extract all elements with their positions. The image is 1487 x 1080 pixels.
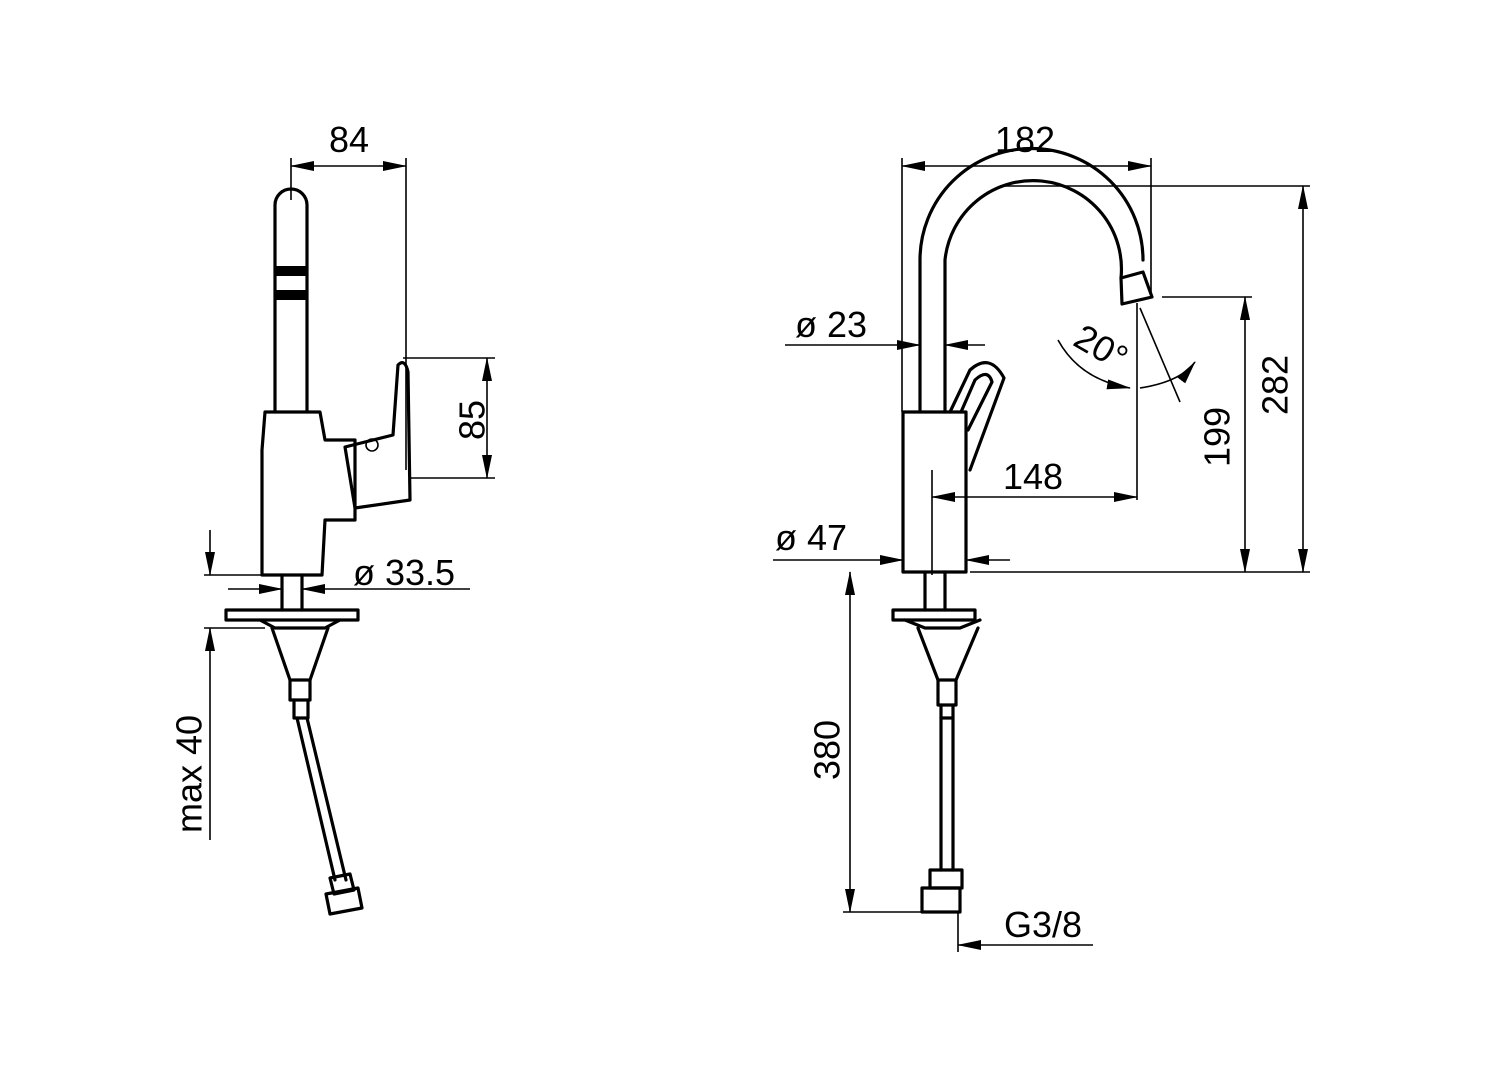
side-width-label: 84 bbox=[329, 119, 369, 160]
front-hose-length-label: 380 bbox=[807, 720, 848, 780]
front-swivel-angle-label: 20° bbox=[1067, 316, 1135, 379]
front-body-diameter-label: ø 47 bbox=[775, 517, 847, 558]
side-lever-height-label: 85 bbox=[452, 400, 493, 440]
front-connection-label: G3/8 bbox=[1004, 904, 1082, 945]
side-view: 84 85 ø 33.5 max 40 bbox=[169, 119, 495, 916]
front-view-faucet bbox=[891, 146, 1154, 914]
front-view: 182 282 199 ø 23 20° 148 bbox=[773, 119, 1310, 952]
side-base-diameter-label: ø 33.5 bbox=[353, 552, 455, 593]
front-view-dimensions: 182 282 199 ø 23 20° 148 bbox=[773, 119, 1310, 952]
front-reach-total-label: 182 bbox=[995, 119, 1055, 160]
side-deck-thickness-label: max 40 bbox=[169, 715, 210, 833]
side-view-faucet bbox=[224, 187, 412, 916]
front-reach-label: 148 bbox=[1003, 456, 1063, 497]
side-view-dimensions: 84 85 ø 33.5 max 40 bbox=[169, 119, 495, 840]
front-height-total-label: 282 bbox=[1255, 355, 1296, 415]
front-spout-diameter-label: ø 23 bbox=[795, 304, 867, 345]
front-outlet-height-label: 199 bbox=[1197, 407, 1238, 467]
